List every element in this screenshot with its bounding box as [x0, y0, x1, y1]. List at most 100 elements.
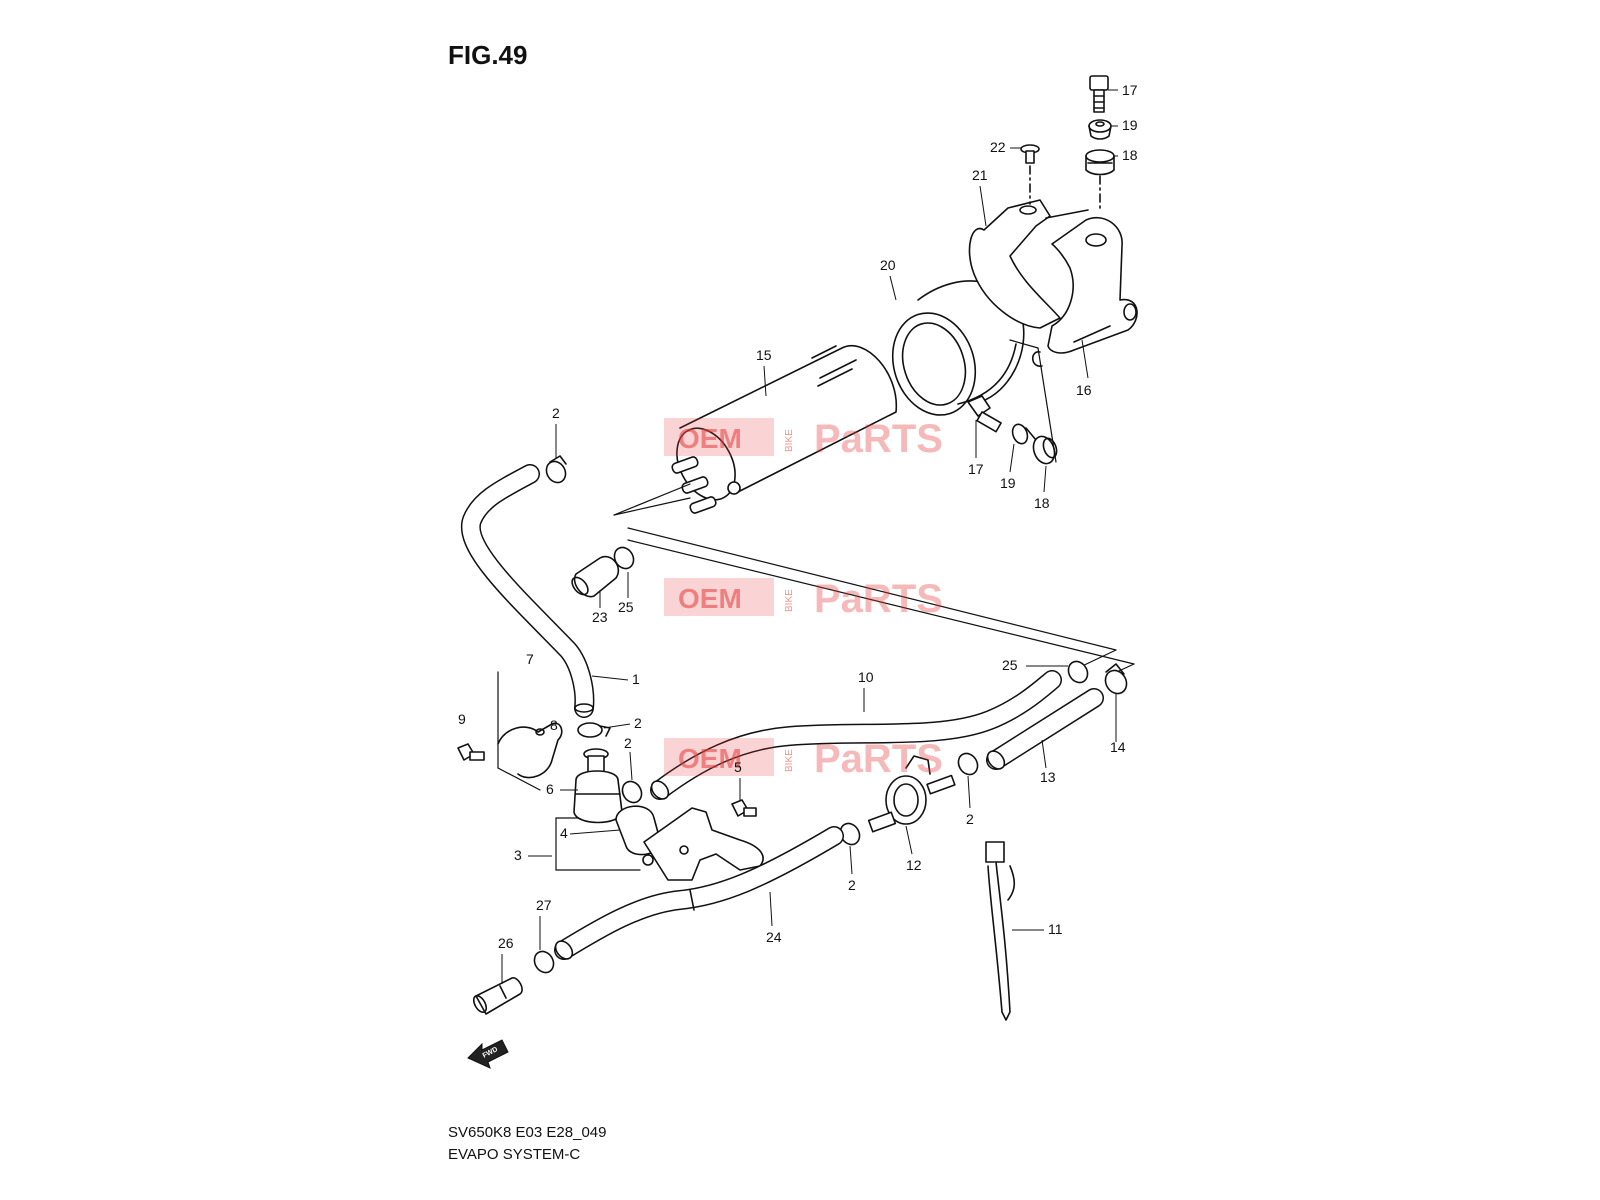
bracket-part-3[interactable] [642, 807, 764, 881]
collar-part-19-upper[interactable] [1088, 119, 1112, 140]
watermark-text: PaRTS [814, 577, 943, 621]
reference-lines [497, 483, 1135, 871]
callout-leader [967, 775, 971, 809]
callout-label: 14 [1110, 739, 1126, 755]
hose-part-10[interactable] [648, 670, 1062, 802]
callout-label: 2 [634, 715, 642, 731]
callout-leader [979, 185, 987, 227]
callout-label: 6 [546, 781, 554, 797]
callout-leader [603, 723, 631, 729]
callout-label: 24 [766, 929, 782, 945]
callout-leader [591, 675, 629, 681]
canister-part-15[interactable] [665, 345, 897, 514]
bracket-part-8[interactable] [497, 722, 563, 779]
grommet-part-18-upper[interactable] [1085, 149, 1115, 176]
valve-part-12[interactable] [867, 755, 956, 833]
clamp-part-2-d[interactable] [955, 750, 982, 778]
clamp-part-2-c[interactable] [619, 778, 646, 806]
callout-label: 19 [1122, 117, 1138, 133]
callout-label: 21 [972, 167, 988, 183]
hose-part-13[interactable] [984, 688, 1104, 772]
bolt-part-9[interactable] [457, 743, 485, 761]
watermark-text: BIKE [784, 749, 795, 772]
watermark-text: OEM [678, 583, 742, 614]
callout-leader [1043, 465, 1047, 493]
hose-part-24[interactable] [552, 826, 844, 962]
watermark-1: OEM BIKE PaRTS [664, 417, 943, 461]
callout-label: 1 [632, 671, 640, 687]
callout-label: 16 [1076, 382, 1092, 398]
watermark-group: OEM BIKE PaRTS OEM BIKE PaRTS OEM BIKE P… [664, 417, 943, 781]
callout-leader [763, 365, 767, 397]
watermark-text: OEM [678, 743, 742, 774]
cap-part-23[interactable] [569, 555, 620, 598]
callout-label: 23 [592, 609, 608, 625]
bracket-part-21[interactable] [968, 199, 1089, 329]
bolt-part-17-lower[interactable] [967, 395, 1002, 433]
watermark-text: BIKE [784, 589, 795, 612]
valve-part-6[interactable] [573, 748, 623, 824]
clamp-part-25-b[interactable] [1065, 658, 1092, 686]
watermark-text: OEM [678, 423, 742, 454]
callout-leader [629, 751, 633, 781]
callout-label: 17 [968, 461, 984, 477]
callout-label: 3 [514, 847, 522, 863]
callout-leader [1041, 739, 1047, 769]
callout-label: 15 [756, 347, 772, 363]
callout-label: 2 [966, 811, 974, 827]
callout-leader [769, 891, 773, 927]
callout-label: 26 [498, 935, 514, 951]
callout-label: 25 [618, 599, 634, 615]
watermark-text: PaRTS [814, 417, 943, 461]
callout-label: 10 [858, 669, 874, 685]
watermark-2: OEM BIKE PaRTS [664, 577, 943, 621]
callout-label: 4 [560, 825, 568, 841]
callout-label: 8 [550, 717, 558, 733]
cable-tie-part-11[interactable] [985, 841, 1016, 1021]
clamp-part-25-a[interactable] [611, 544, 638, 572]
callout-label: 17 [1122, 82, 1138, 98]
callout-label: 2 [624, 735, 632, 751]
fwd-arrow-icon: FWD [467, 1039, 509, 1069]
figure-code: SV650K8 E03 E28_049 [448, 1124, 607, 1141]
screw-part-22[interactable] [1020, 144, 1040, 164]
sleeve-part-20[interactable] [880, 280, 1025, 426]
fitting-part-26[interactable] [471, 977, 523, 1015]
callout-leader [889, 275, 897, 301]
callout-label: 13 [1040, 769, 1056, 785]
callout-label: 5 [734, 759, 742, 775]
callout-label: 12 [906, 857, 922, 873]
callout-leader [569, 829, 621, 835]
clamp-part-2-b[interactable] [577, 722, 611, 738]
bolt-part-5[interactable] [731, 799, 757, 817]
callout-label: 11 [1048, 921, 1063, 937]
clamp-part-2-a[interactable] [543, 455, 570, 486]
hose-part-1[interactable] [460, 464, 595, 718]
callout-label: 19 [1000, 475, 1016, 491]
clamp-part-27[interactable] [531, 948, 558, 976]
callout-leader [905, 825, 913, 855]
bracket-part-16[interactable] [1031, 216, 1138, 367]
callout-layer: 1719182221201516171918223251278926543102… [458, 82, 1138, 984]
clamp-part-14[interactable] [1101, 663, 1130, 697]
callout-label: 22 [990, 139, 1006, 155]
bolt-part-17-upper[interactable] [1089, 75, 1109, 113]
callout-label: 2 [552, 405, 560, 421]
watermark-3: OEM BIKE PaRTS [664, 737, 943, 781]
collar-part-19-lower[interactable] [1010, 422, 1037, 446]
callout-label: 18 [1122, 147, 1138, 163]
callout-label: 2 [848, 877, 856, 893]
callout-leader [1009, 443, 1015, 473]
figure-title: FIG.49 [448, 40, 528, 70]
callout-label: 27 [536, 897, 552, 913]
watermark-text: BIKE [784, 429, 795, 452]
callout-label: 18 [1034, 495, 1050, 511]
callout-label: 20 [880, 257, 896, 273]
callout-leader [849, 845, 853, 875]
callout-leader [1081, 339, 1089, 379]
figure-name: EVAPO SYSTEM-C [448, 1146, 581, 1163]
callout-label: 9 [458, 711, 466, 727]
watermark-text: PaRTS [814, 737, 943, 781]
